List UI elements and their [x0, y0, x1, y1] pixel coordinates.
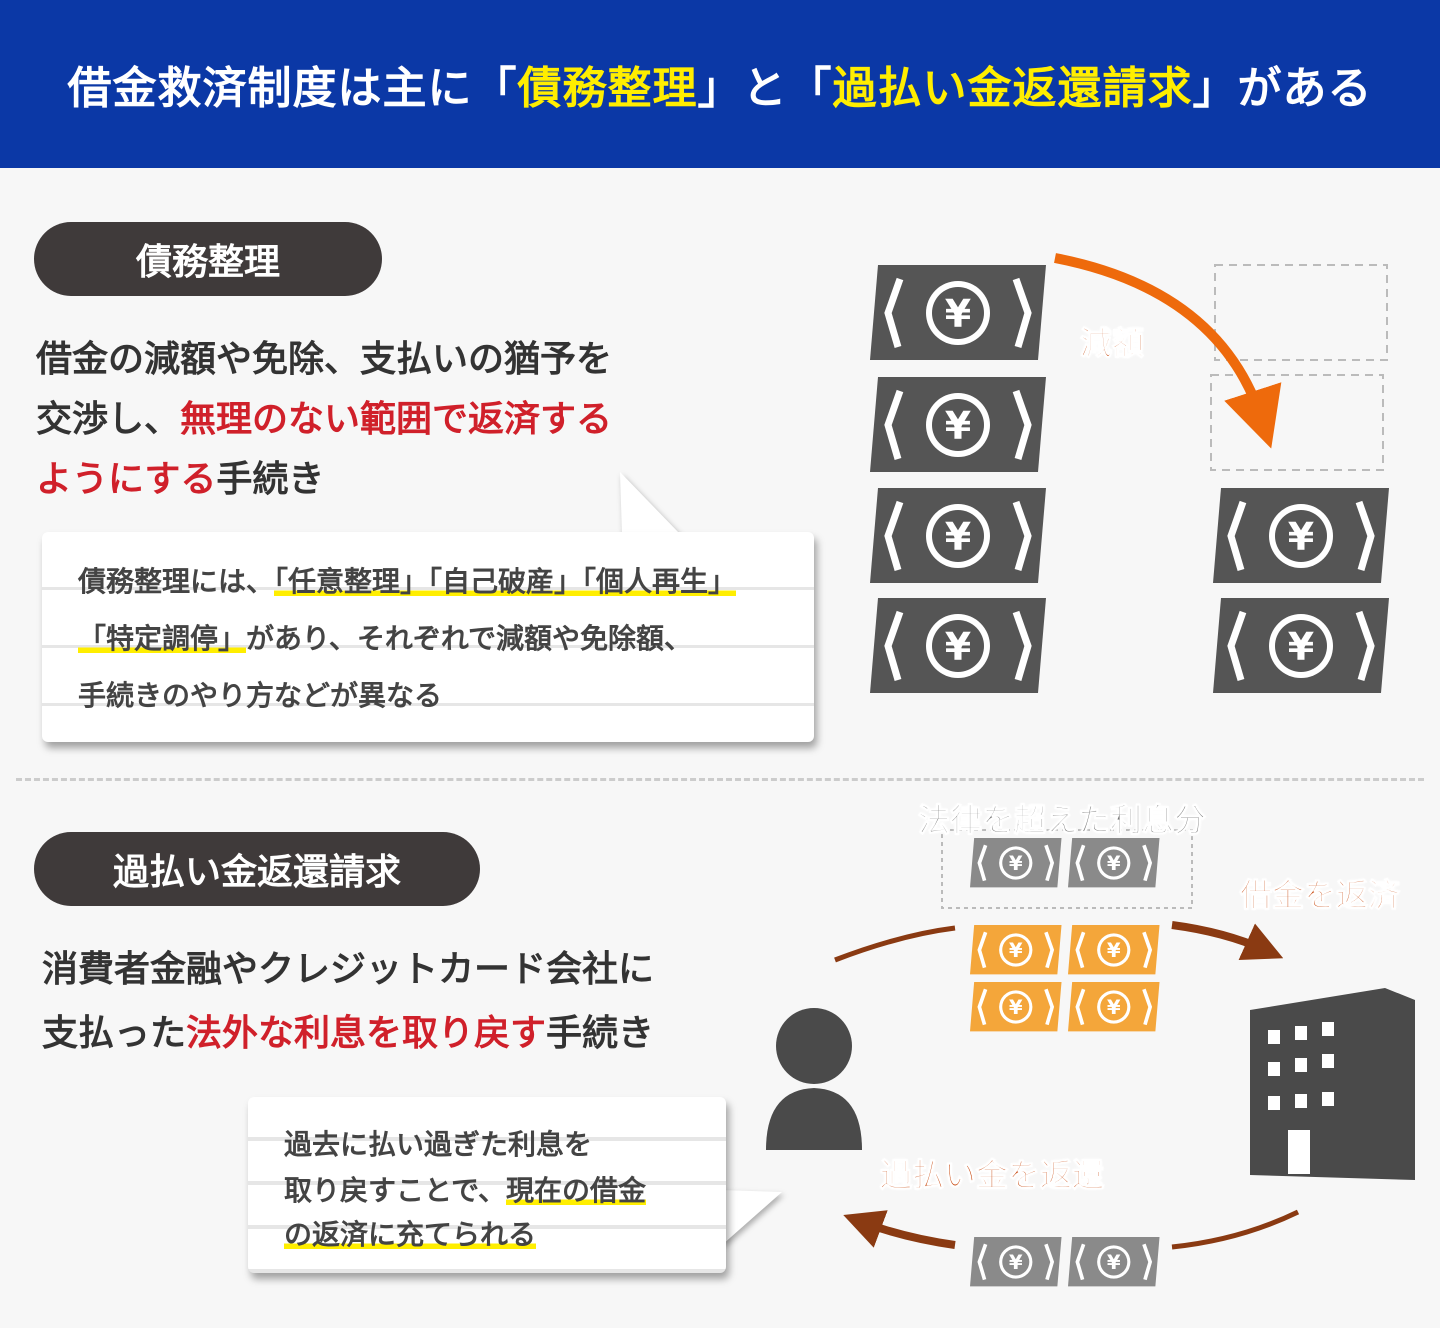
small-bill-orange-icon	[968, 980, 1064, 1034]
refund-label: 過払い金を返還	[879, 1156, 1105, 1195]
refund-arrow-icon	[843, 1210, 956, 1249]
yen-bill-icon	[870, 377, 1046, 472]
small-bill-gray-icon	[968, 1235, 1064, 1289]
header-banner: 借金救済制度は主に「債務整理」と「過払い金返還請求」がある	[0, 0, 1440, 168]
note-tail-up	[620, 472, 680, 534]
small-bill-gray-icon	[1066, 836, 1162, 890]
repay-arrow-tail	[834, 925, 956, 963]
removed-bill-placeholder	[1214, 264, 1388, 361]
yen-bill-icon	[1213, 598, 1389, 693]
excess-interest-label: 法律を超えた利息分	[917, 801, 1207, 840]
excess-interest-box	[941, 829, 1193, 909]
section-divider	[16, 778, 1424, 781]
removed-bill-placeholder	[1210, 374, 1384, 471]
small-bill-gray-icon	[968, 836, 1064, 890]
note-tail-right	[720, 1190, 782, 1245]
refund-arrow-tail	[1171, 1209, 1300, 1250]
small-bill-orange-icon	[1066, 980, 1162, 1034]
small-bill-gray-icon	[1066, 1235, 1162, 1289]
yen-bill-icon	[870, 265, 1046, 360]
reduction-arrow-icon	[1054, 253, 1282, 449]
section-pill-debt-consolidation: 債務整理	[34, 222, 382, 296]
section-pill-overpayment: 過払い金返還請求	[34, 832, 480, 906]
person-icon	[766, 1008, 862, 1150]
small-bill-orange-icon	[1066, 923, 1162, 977]
overpayment-description: 消費者金融やクレジットカード会社に 支払った法外な利息を取り戻す手続き	[42, 949, 655, 1054]
small-bill-orange-icon	[968, 923, 1064, 977]
building-icon	[1250, 988, 1415, 1180]
page-title: 借金救済制度は主に「債務整理」と「過払い金返還請求」がある	[67, 63, 1373, 114]
yen-bill-icon	[870, 488, 1046, 583]
debt-consolidation-description: 借金の減額や免除、支払いの猶予を 交渉し、無理のない範囲で返済する ようにする手…	[36, 339, 613, 500]
yen-bill-icon	[870, 598, 1046, 693]
overpayment-note: 過去に払い過ぎた利息を 取り戻すことで、現在の借金 の返済に充てられる	[248, 1097, 726, 1273]
repay-label: 借金を返済	[1239, 876, 1401, 915]
yen-bill-icon	[1213, 488, 1389, 583]
repay-arrow-icon	[1171, 921, 1284, 961]
debt-consolidation-note: 債務整理には、「任意整理」「自己破産」「個人再生」 「特定調停」があり、それぞれ…	[42, 532, 814, 742]
reduction-label: 減額	[1079, 324, 1145, 363]
